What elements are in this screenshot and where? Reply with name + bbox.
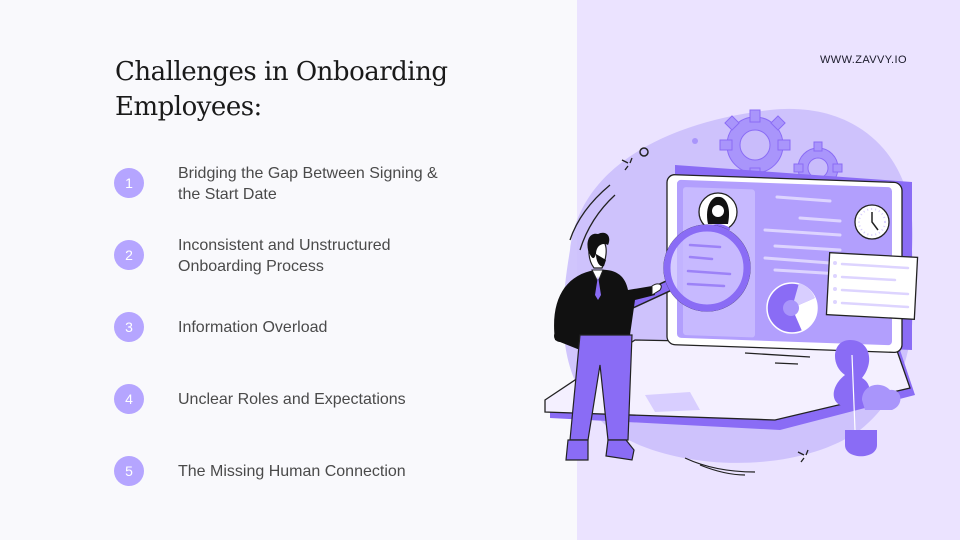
title-line-2: Employees: (115, 92, 262, 122)
item-label-line-1: Bridging the Gap Between Signing & (178, 165, 438, 182)
list-card (825, 252, 919, 320)
pie-chart-icon (766, 282, 818, 334)
laptop-trackpad (645, 392, 700, 412)
onboarding-illustration (544, 108, 919, 476)
title-line-1: Challenges in Onboarding (115, 57, 448, 87)
motion-lines (569, 184, 616, 251)
item-label-line-2: Onboarding Process (178, 258, 324, 275)
number-badge: 4 (114, 384, 144, 414)
plant-icon (833, 340, 901, 457)
man-figure (554, 232, 662, 461)
large-gear-icon (719, 109, 791, 181)
avatar (698, 192, 738, 232)
item-label-line-2: the Start Date (178, 186, 277, 203)
item-label: Bridging the Gap Between Signing & the S… (178, 163, 478, 205)
list-item: 3 Information Overload (114, 312, 327, 342)
item-label: The Missing Human Connection (178, 463, 406, 480)
list-item: 4 Unclear Roles and Expectations (114, 384, 406, 414)
decor-circle (639, 147, 649, 157)
item-label: Unclear Roles and Expectations (178, 391, 406, 408)
brand-url: WWW.ZAVVY.IO (820, 54, 907, 66)
left-panel: Challenges in Onboarding Employees: 1 Br… (114, 55, 475, 486)
list-item: 2 Inconsistent and Unstructured Onboardi… (114, 237, 391, 275)
list-item: 5 The Missing Human Connection (114, 456, 406, 486)
clock-icon (854, 204, 890, 240)
number-badge: 3 (114, 312, 144, 342)
laptop-keyboard-deck (544, 339, 911, 421)
item-label: Inconsistent and Unstructured Onboarding… (178, 235, 478, 277)
decor-dot (692, 138, 698, 144)
sparkle-icon (621, 157, 633, 171)
item-label: Information Overload (178, 319, 328, 336)
list-item: 1 Bridging the Gap Between Signing & the… (114, 165, 438, 203)
number-badge: 5 (114, 456, 144, 486)
number-badge: 1 (114, 168, 144, 198)
item-label-line-1: Inconsistent and Unstructured (178, 237, 391, 254)
page-title: Challenges in Onboarding Employees: (115, 55, 475, 125)
number-badge: 2 (114, 240, 144, 270)
ground-lines (684, 457, 756, 476)
sparkle-icon (797, 449, 809, 463)
